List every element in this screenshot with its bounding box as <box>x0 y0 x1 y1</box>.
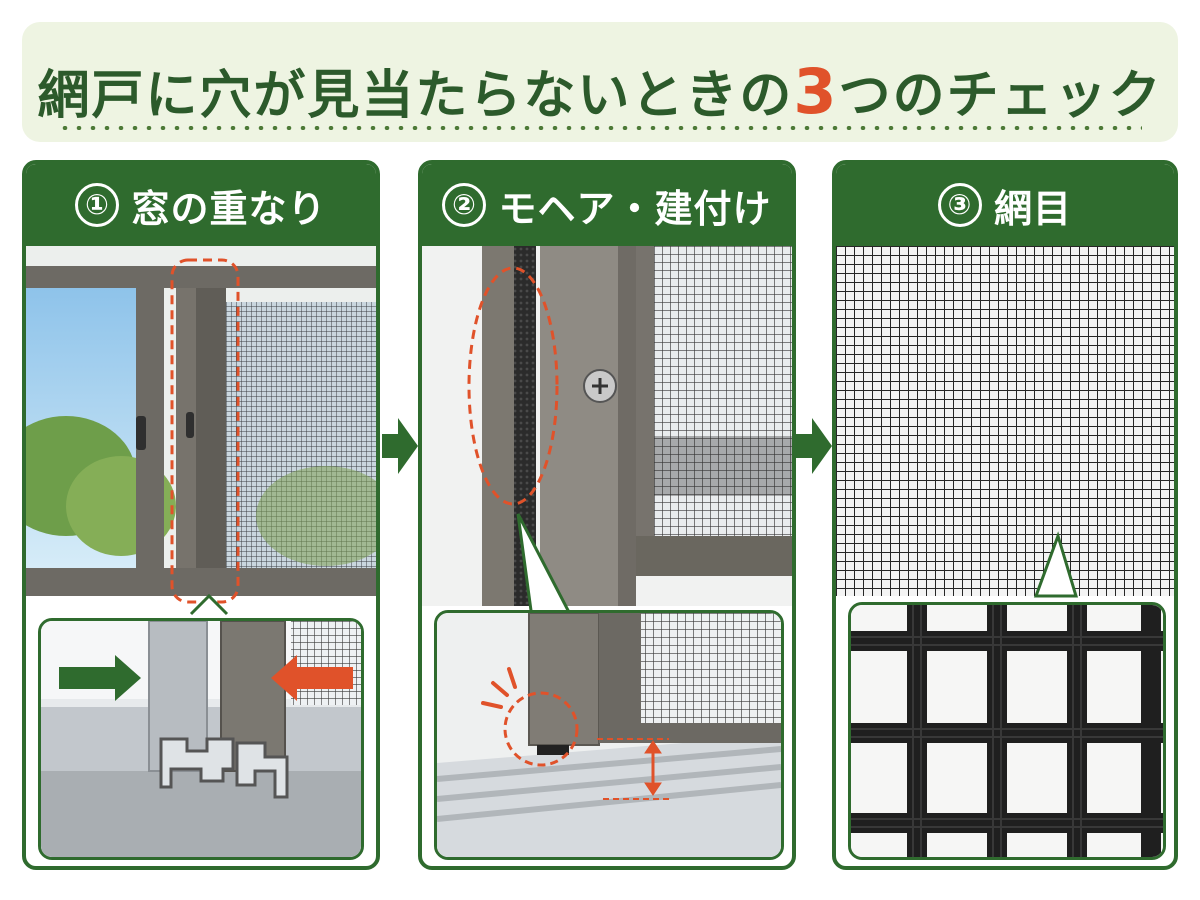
screw-icon <box>583 369 617 403</box>
panel-1-label: 窓の重なり <box>131 186 327 231</box>
title-part2: つのチェック <box>838 66 1163 126</box>
panel-3-header: ③ 網目 <box>836 164 1174 246</box>
step-arrow-2-icon <box>796 418 832 474</box>
panel-2-label: モヘア・建付け <box>498 186 772 231</box>
mesh-illustration <box>836 246 1174 598</box>
panel-3-label: 網目 <box>993 186 1072 231</box>
title-band: 網戸に穴が見当たらないときの3つのチェック <box>22 22 1178 142</box>
title-accent-number: 3 <box>793 55 839 128</box>
panel-1-number: ① <box>75 183 120 227</box>
impact-lines-icon <box>481 667 517 709</box>
title-dotted-divider <box>58 126 1142 130</box>
panel-mohair-fitting: ② モヘア・建付け <box>418 160 796 870</box>
panel-1-zoom-box <box>38 618 364 860</box>
window-overlap-illustration <box>26 246 376 616</box>
title-part1: 網戸に穴が見当たらないときの <box>37 66 794 126</box>
panel-2-zoom-box <box>434 610 784 860</box>
right-arrow-icon <box>59 655 141 701</box>
mohair-illustration <box>422 246 792 620</box>
step-arrow-1-icon <box>382 418 418 474</box>
panel-mesh: ③ 網目 <box>832 160 1178 870</box>
double-arrow-icon <box>644 740 662 796</box>
panel-1-header: ① 窓の重なり <box>26 164 376 246</box>
panel-3-number: ③ <box>937 183 982 227</box>
left-arrow-icon <box>271 655 353 701</box>
panel-2-header: ② モヘア・建付け <box>422 164 792 246</box>
page-title: 網戸に穴が見当たらないときの3つのチェック <box>22 60 1178 128</box>
panel-window-overlap: ① 窓の重なり <box>22 160 380 870</box>
panel-2-number: ② <box>442 183 487 227</box>
panel-3-zoom-box <box>848 602 1166 860</box>
